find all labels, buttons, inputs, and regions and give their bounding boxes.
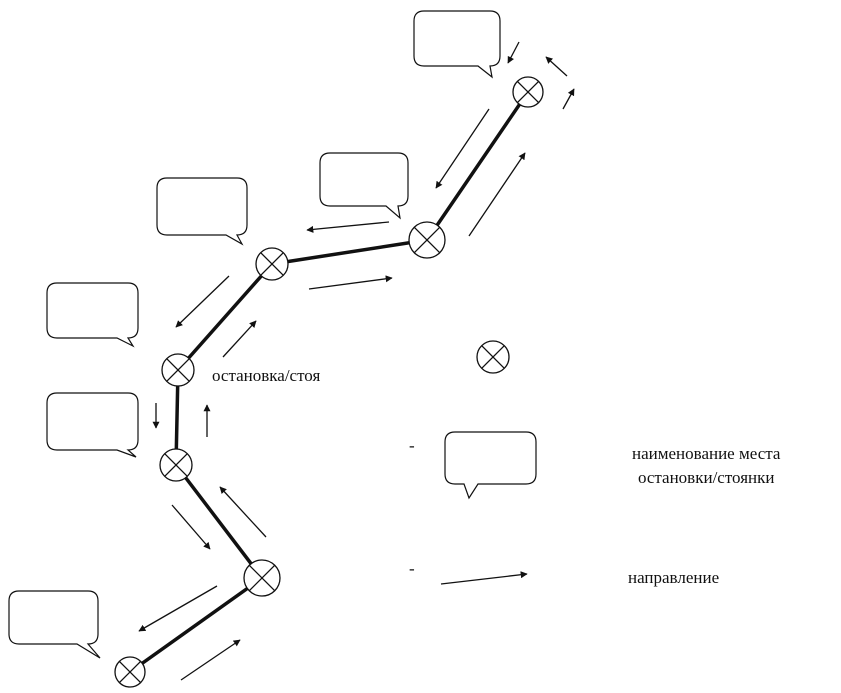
direction-arrow-icon bbox=[175, 275, 230, 328]
direction-arrow-icon bbox=[545, 56, 568, 77]
speech-bubble-icon bbox=[46, 282, 139, 348]
direction-arrow-icon bbox=[562, 88, 575, 110]
direction-arrow-icon bbox=[219, 486, 267, 538]
legend-direction-arrow-icon bbox=[440, 571, 528, 585]
speech-bubble-icon bbox=[46, 392, 139, 458]
direction-arrow-icon bbox=[222, 320, 257, 358]
legend-dash: - bbox=[409, 559, 415, 578]
direction-arrow-icon bbox=[171, 504, 211, 550]
direction-arrow-icon bbox=[306, 221, 390, 233]
stop-marker-icon bbox=[243, 559, 281, 597]
speech-bubble-icon bbox=[8, 590, 101, 659]
legend-dash: - bbox=[409, 436, 415, 455]
direction-arrows bbox=[138, 41, 575, 681]
legend-stop-name-text: наименование места остановки/стоянки bbox=[632, 442, 780, 490]
stop-marker-icon bbox=[408, 221, 446, 259]
stop-marker-icon bbox=[161, 353, 195, 387]
speech-bubble-icon bbox=[413, 10, 501, 79]
legend-speech-bubble-icon bbox=[444, 431, 537, 500]
direction-arrow-icon bbox=[468, 152, 526, 237]
stop-marker-icon bbox=[255, 247, 289, 281]
legend-stop-name-line2: остановки/стоянки bbox=[637, 468, 775, 487]
direction-arrow-icon bbox=[507, 41, 520, 64]
legend-direction-text: направление bbox=[628, 568, 720, 587]
legend-stop-marker-icon bbox=[476, 340, 510, 374]
speech-bubble-icon bbox=[319, 152, 409, 220]
direction-arrow-icon bbox=[435, 108, 490, 189]
stop-marker-icon bbox=[512, 76, 544, 108]
speech-bubble-icon bbox=[156, 177, 248, 246]
route-line bbox=[128, 90, 530, 674]
direction-arrow-icon bbox=[138, 585, 218, 632]
direction-arrow-icon bbox=[308, 275, 393, 290]
stop-marker-icon bbox=[114, 656, 146, 688]
direction-arrow-icon bbox=[180, 639, 241, 681]
stop-marker-icon bbox=[159, 448, 193, 482]
stop-label: остановка/стоя bbox=[212, 366, 321, 385]
legend-stop-name-line1: наименование места bbox=[632, 444, 781, 463]
